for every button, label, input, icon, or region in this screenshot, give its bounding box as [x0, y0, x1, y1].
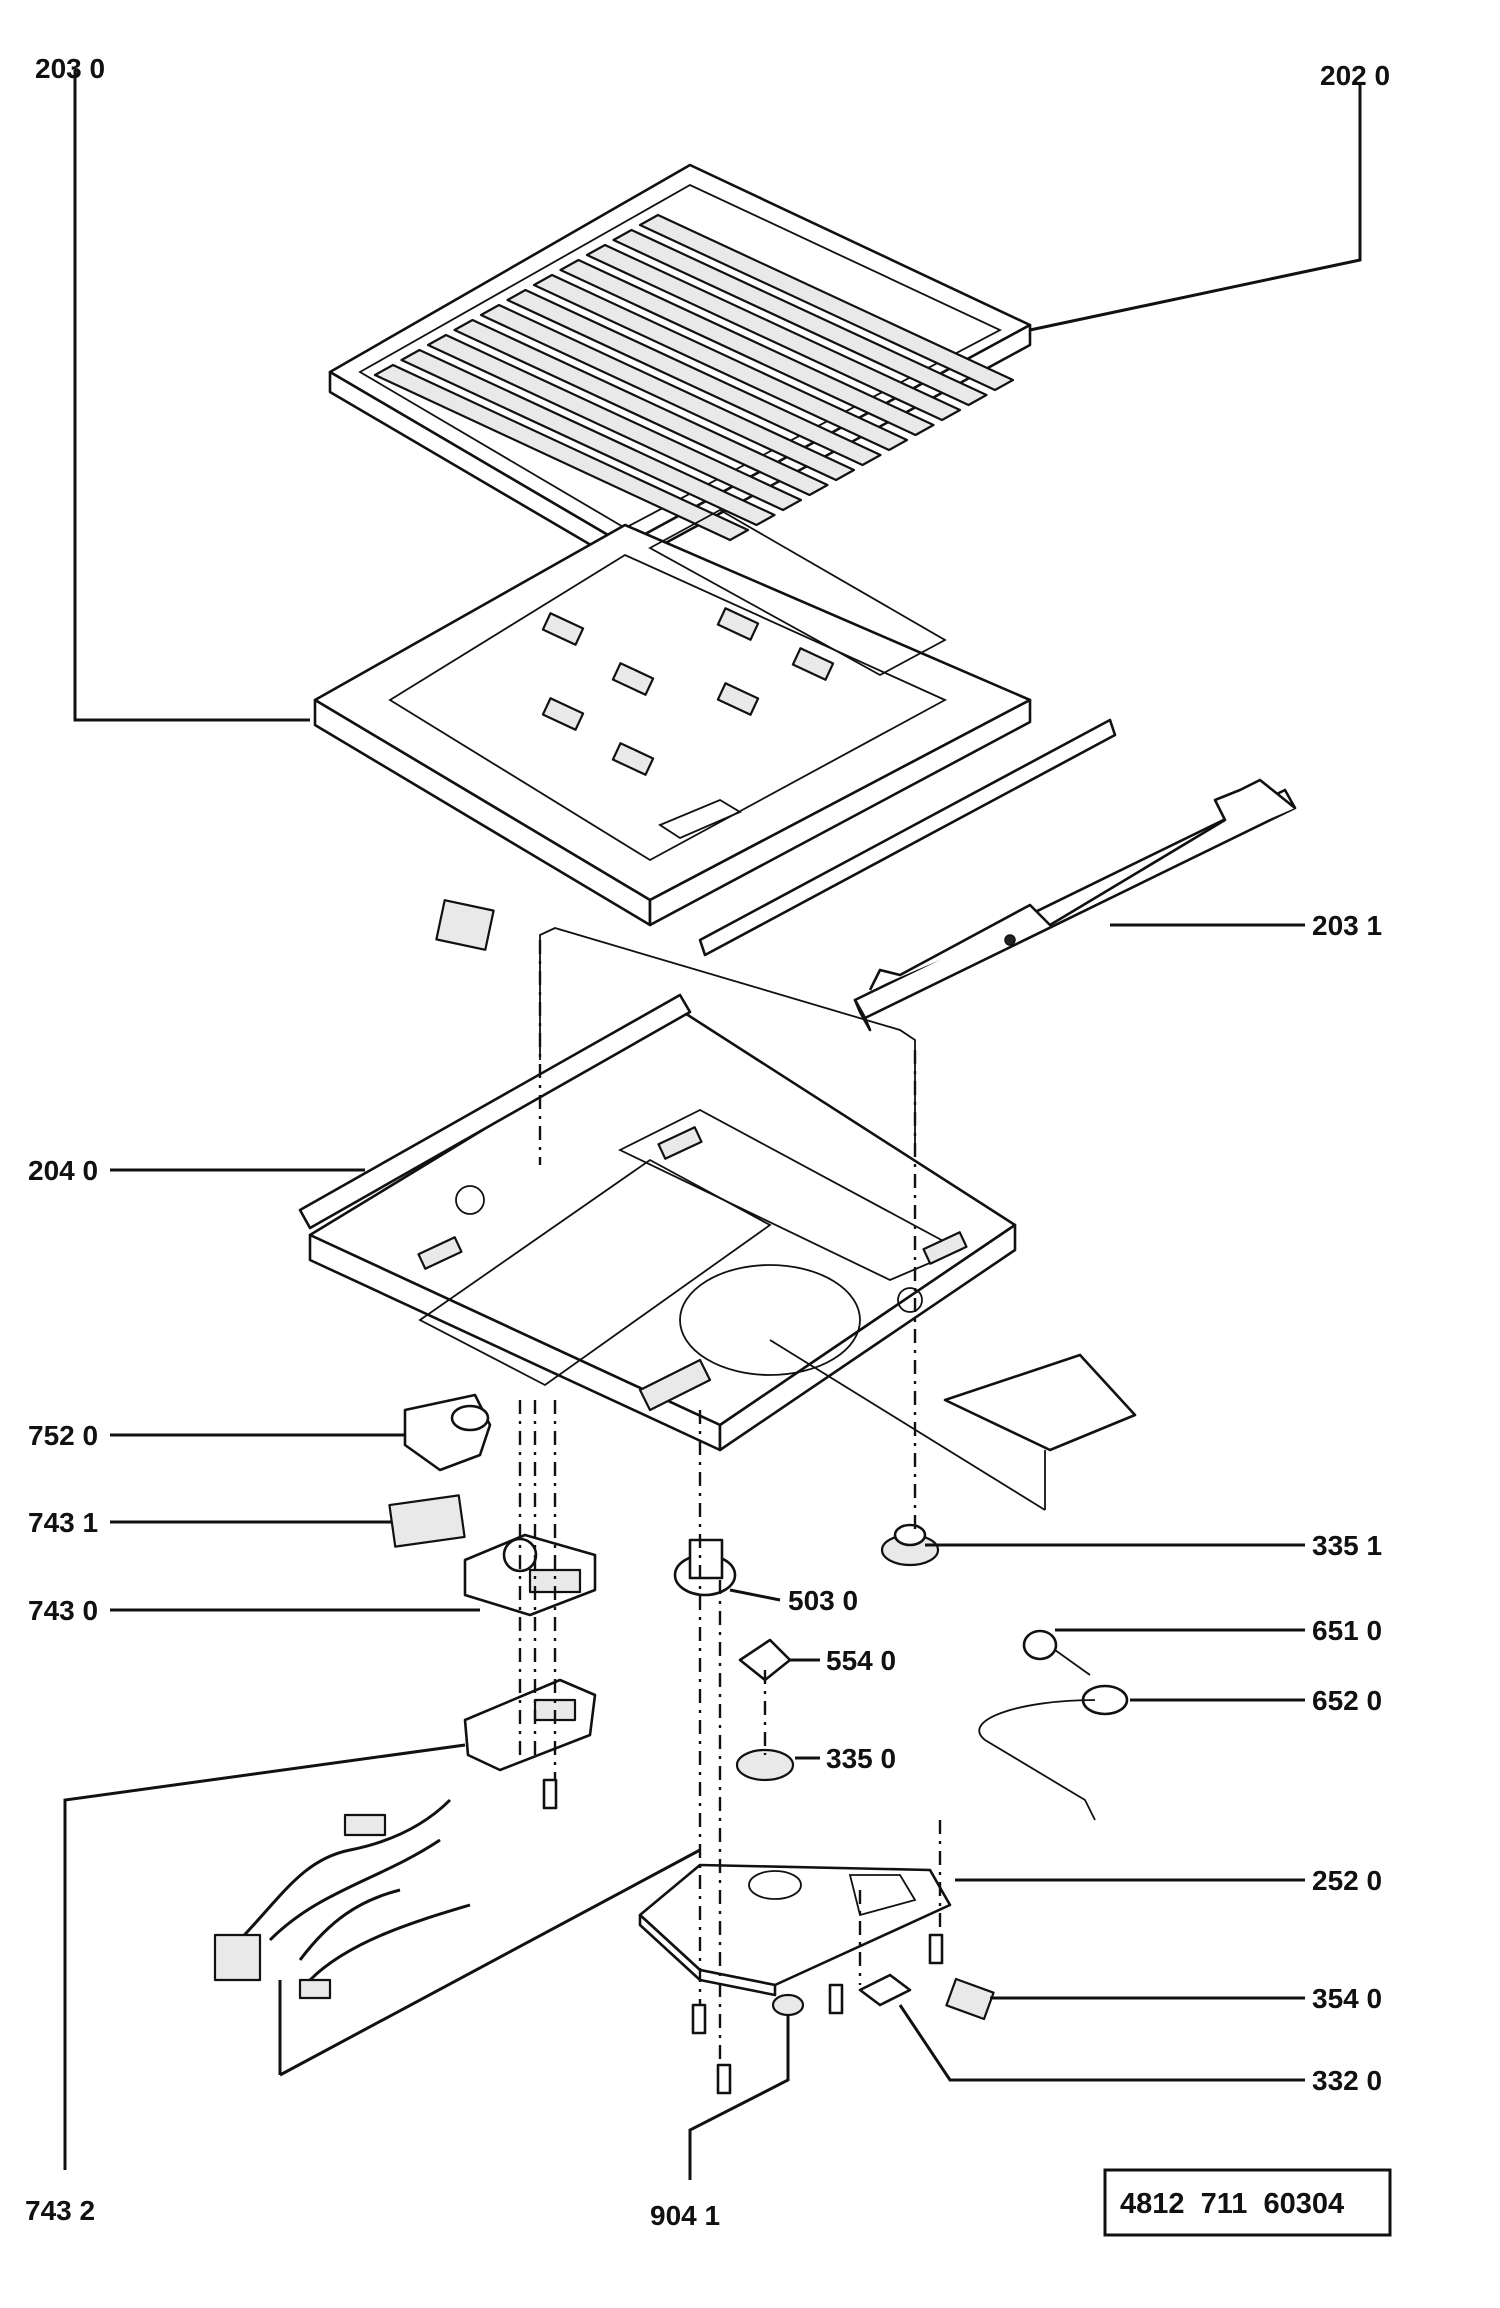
label-332-0: 332 0	[1312, 2065, 1382, 2096]
label-743-1: 743 1	[28, 1507, 98, 1538]
label-743-0: 743 0	[28, 1595, 98, 1626]
grille-slat	[400, 348, 776, 527]
grille-slat	[638, 213, 1015, 392]
label-202-0: 202 0	[1320, 60, 1390, 91]
grille-slat	[532, 273, 909, 452]
part-lower-tray	[638, 1863, 952, 1997]
part-foot-right	[880, 1523, 940, 1567]
part-lamp-holder	[403, 1393, 492, 1472]
label-752-0: 752 0	[28, 1420, 98, 1451]
part-foot-center	[735, 1748, 795, 1782]
grille-slat	[453, 318, 829, 497]
label-743-2: 743 2	[25, 2195, 95, 2226]
leader-lines	[63, 70, 1362, 2180]
part-rocker-switch	[945, 1977, 995, 2021]
label-651-0: 651 0	[1312, 1615, 1382, 1646]
grille-slat	[373, 363, 750, 542]
part-knob	[673, 1538, 737, 1597]
part-plate	[388, 1494, 466, 1548]
document-number: 4812 711 60304	[1120, 2188, 1344, 2220]
label-904-1: 904 1	[650, 2200, 720, 2231]
part-side-bracket	[853, 778, 1297, 1032]
grille-slat	[506, 288, 882, 467]
label-554-0: 554 0	[826, 1645, 896, 1676]
label-335-0: 335 0	[826, 1743, 896, 1774]
grille-slat	[559, 258, 935, 437]
part-rail-strip	[698, 718, 1117, 957]
part-bottom-housing	[298, 993, 1017, 1452]
reference-labels: 203 0 202 0 203 1 204 0 752 0 743 1 743 …	[25, 53, 1390, 2231]
part-lamp-bulb	[1022, 1629, 1091, 1676]
screws	[542, 1778, 944, 2095]
document-number-box: 4812 711 60304	[1103, 2168, 1392, 2237]
grille-slat	[585, 243, 962, 422]
part-thermostat-housing	[463, 1533, 597, 1617]
label-354-0: 354 0	[1312, 1983, 1382, 2014]
grille-slat	[479, 303, 856, 482]
part-duct-fragment	[943, 1353, 1137, 1452]
label-652-0: 652 0	[1312, 1685, 1382, 1716]
label-204-0: 204 0	[28, 1155, 98, 1186]
part-small-block	[435, 899, 495, 951]
label-203-0: 203 0	[35, 53, 105, 84]
part-control-switch	[463, 1678, 597, 1772]
label-252-0: 252 0	[1312, 1865, 1382, 1896]
part-grille-cover	[328, 163, 1032, 567]
grille-slat	[426, 333, 803, 512]
part-wiring-harness	[213, 1798, 471, 2000]
part-evaporator-frame	[313, 508, 1032, 927]
part-lamp-socket	[978, 1684, 1129, 1821]
label-503-0: 503 0	[788, 1585, 858, 1616]
assembly-axes	[518, 940, 942, 2065]
label-335-1: 335 1	[1312, 1530, 1382, 1561]
label-203-1: 203 1	[1312, 910, 1382, 941]
grille-slat	[612, 228, 988, 407]
part-door-switch	[858, 1973, 912, 2007]
